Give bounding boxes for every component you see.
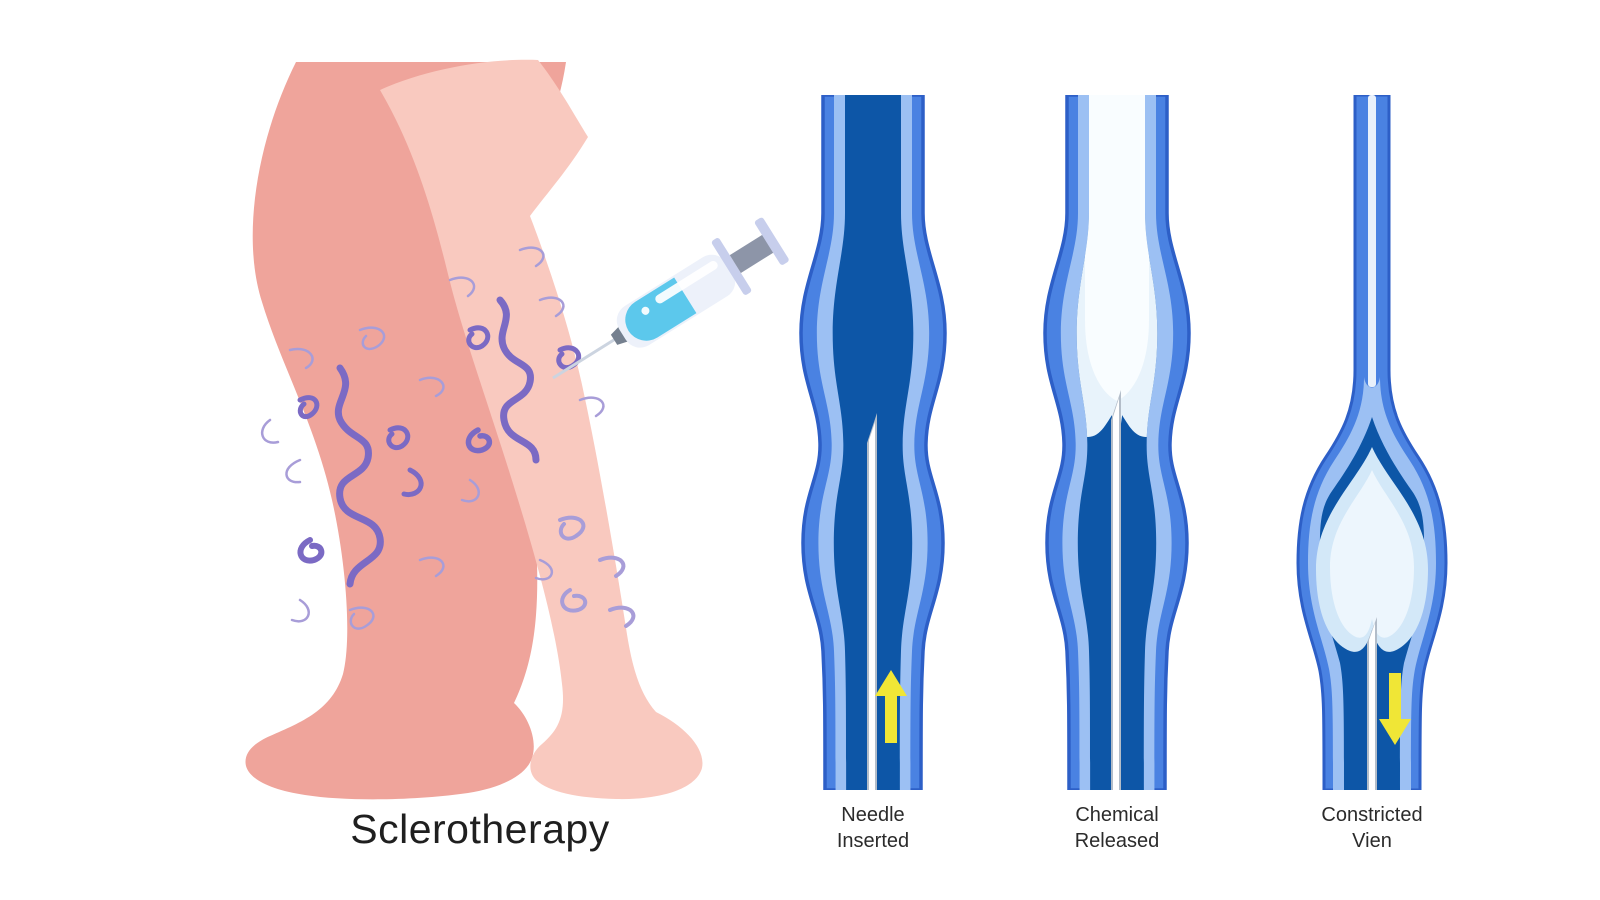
needle-icon — [552, 337, 617, 380]
legs-illustration — [245, 59, 789, 800]
vein-stage-needle-inserted: Needle Inserted — [763, 95, 983, 854]
stage-label-line1: Needle — [841, 804, 905, 826]
stage-label-line1: Constricted — [1321, 804, 1423, 826]
stage-label-line2: Released — [1074, 830, 1160, 852]
stage-label-line1: Chemical — [1075, 804, 1159, 826]
stage-label-line2: Vien — [1352, 830, 1392, 852]
vein-diagram-chemical-released — [1043, 95, 1191, 790]
chemical-fill — [1316, 447, 1428, 652]
stage-label: Needle Inserted — [763, 802, 983, 854]
varicose-veins-back-leg — [260, 326, 445, 630]
varicose-veins-front-leg — [448, 246, 636, 628]
stage-label: Chemical Released — [1007, 802, 1227, 854]
stage-label: Constricted Vien — [1262, 802, 1482, 854]
constricted-channel — [1368, 95, 1376, 387]
vein-diagram-constricted-vein — [1296, 95, 1448, 790]
vein-diagram-needle-inserted — [799, 95, 947, 790]
flow-down-arrow-icon — [1379, 673, 1411, 745]
stage-label-line2: Inserted — [836, 830, 910, 852]
flow-up-arrow-icon — [875, 670, 907, 743]
needle-in-vein-icon — [1111, 390, 1121, 790]
needle-in-vein-icon — [867, 413, 877, 790]
vein-stage-chemical-released: Chemical Released — [1007, 95, 1227, 854]
syringe-icon — [552, 217, 789, 380]
front-leg — [380, 59, 703, 800]
page-title: Sclerotherapy — [350, 806, 610, 852]
needle-in-vein-icon — [1367, 617, 1377, 790]
vein-stage-constricted-vein: Constricted Vien — [1262, 95, 1482, 854]
